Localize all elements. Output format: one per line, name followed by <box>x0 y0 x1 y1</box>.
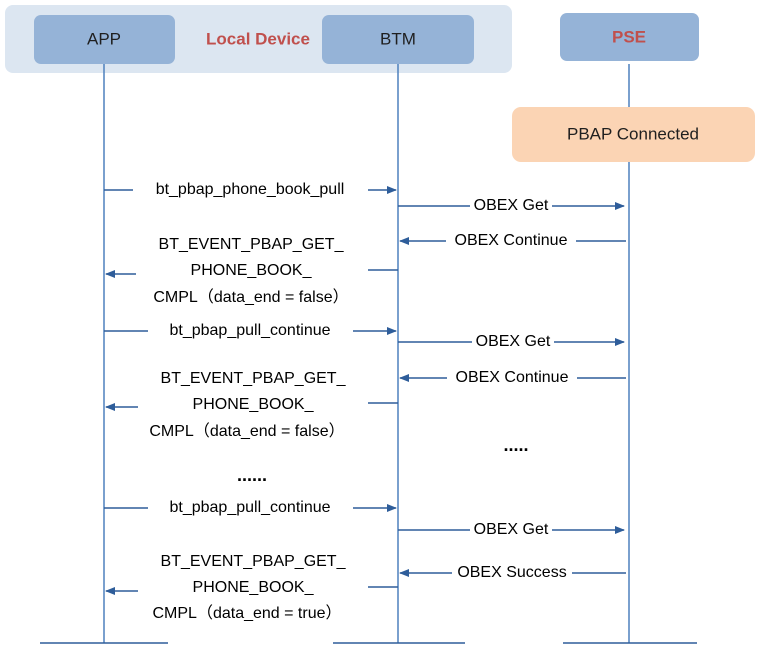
message-6-label: OBEX Get <box>476 333 551 350</box>
message-11-label-bg <box>452 563 572 583</box>
pbap-connected-label: PBAP Connected <box>567 124 699 143</box>
app-participant-box <box>34 15 175 64</box>
local-device-label: Local Device <box>206 29 310 48</box>
message-7-label-bg <box>447 368 577 388</box>
message-12-label-line-3: CMPL（data_end = true） <box>153 604 342 622</box>
message-12-label-line-2: PHONE_BOOK_ <box>193 579 315 596</box>
message-4-label-line-3: CMPL（data_end = false） <box>153 288 348 306</box>
message-11-label: OBEX Success <box>457 564 566 581</box>
message-3-label: OBEX Continue <box>455 232 568 249</box>
pbap-connected-note <box>512 107 755 162</box>
message-4-label-line-2: PHONE_BOOK_ <box>191 262 313 279</box>
btm-participant-box <box>322 15 474 64</box>
message-8-label-line-3: CMPL（data_end = false） <box>149 422 344 440</box>
app-participant-label: APP <box>87 29 121 48</box>
ellipsis-left: ...... <box>237 465 267 485</box>
message-12-label-line-1: BT_EVENT_PBAP_GET_ <box>161 553 347 570</box>
message-8-label-line-1: BT_EVENT_PBAP_GET_ <box>161 370 347 387</box>
message-5-label-bg <box>148 321 353 341</box>
message-10-label-bg <box>470 520 552 540</box>
message-3-label-bg <box>446 231 576 251</box>
ellipsis-right: ..... <box>503 435 528 455</box>
btm-participant-label: BTM <box>380 29 416 48</box>
message-8-label-line-2: PHONE_BOOK_ <box>193 396 315 413</box>
message-1-label-bg <box>133 180 368 200</box>
message-5-label: bt_pbap_pull_continue <box>169 322 330 339</box>
pse-participant-label: PSE <box>612 27 646 46</box>
message-4-label-line-1: BT_EVENT_PBAP_GET_ <box>159 236 345 253</box>
message-6-label-bg <box>472 332 554 352</box>
message-10-label: OBEX Get <box>474 521 549 538</box>
message-2-label: OBEX Get <box>474 197 549 214</box>
message-9-label-bg <box>148 498 353 518</box>
message-2-label-bg <box>470 196 552 216</box>
message-1-label: bt_pbap_phone_book_pull <box>156 181 345 198</box>
pse-participant-box <box>560 13 699 61</box>
message-7-label: OBEX Continue <box>456 369 569 386</box>
message-9-label: bt_pbap_pull_continue <box>169 499 330 516</box>
